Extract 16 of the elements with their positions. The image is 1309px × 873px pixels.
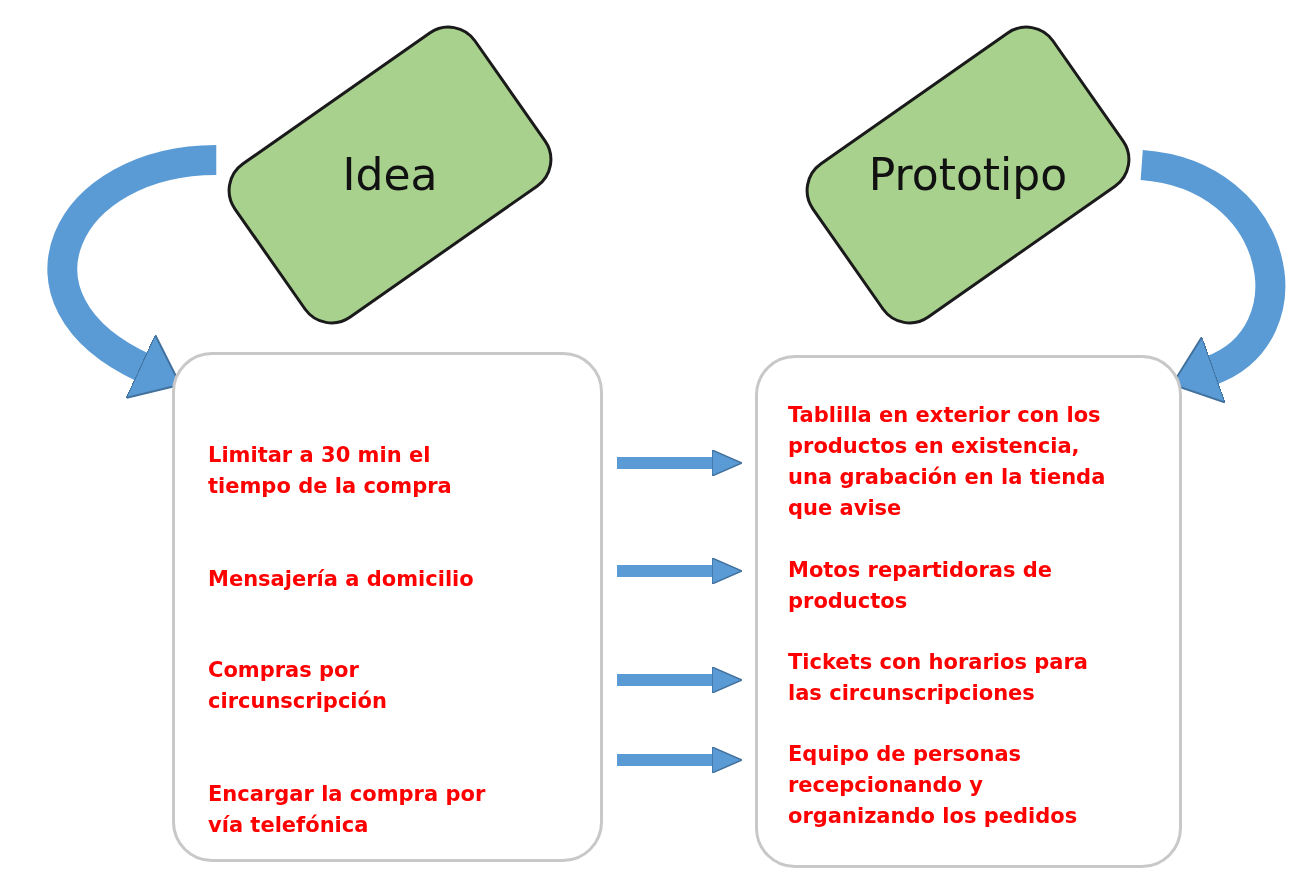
block-arrow — [617, 449, 743, 477]
box-title: Idea — [342, 148, 438, 202]
rounded-panel — [755, 355, 1182, 868]
item-text: Tablilla en exterior con los productos en existencia, una grabación en la tienda que avise — [761, 400, 1161, 524]
box-title: Prototipo — [868, 148, 1068, 202]
rounded-panel — [172, 352, 603, 862]
item-text: Equipo de personas recepcionando y organizando los pedidos — [761, 739, 1161, 832]
item-text: Motos repartidoras de productos — [761, 555, 1161, 617]
block-arrow — [617, 666, 743, 694]
item-text: Encargar la compra por vía telefónica — [208, 779, 588, 841]
item-text: Tickets con horarios para las circunscripciones — [761, 647, 1161, 709]
item-text: Mensajería a domicilio — [208, 564, 588, 595]
block-arrow — [617, 557, 743, 585]
item-text: Limitar a 30 min el tiempo de la compra — [208, 440, 588, 502]
item-text: Compras por circunscripción — [208, 655, 588, 717]
block-arrow — [617, 746, 743, 774]
